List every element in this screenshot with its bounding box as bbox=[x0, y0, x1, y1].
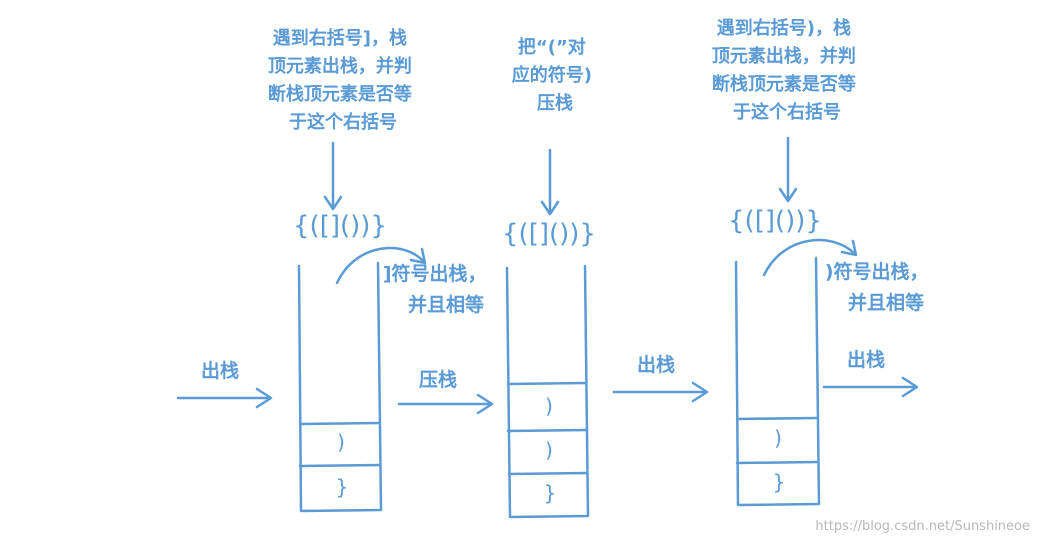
note-3: 遇到右括号)，栈 顶元素出栈，并判 断栈顶元素是否等 于这个右括号 bbox=[712, 17, 862, 123]
bracket-sequence-2: {([]())} bbox=[502, 219, 596, 249]
stack-1: ) } bbox=[297, 261, 383, 513]
pop-note-1: ]符号出栈， 并且相等 bbox=[383, 262, 493, 316]
action-label-2: 压栈 bbox=[419, 368, 457, 391]
stack-1-cell-1: ) bbox=[337, 430, 345, 454]
note-2: 把“(”对 应的符号) 压栈 bbox=[512, 36, 599, 114]
action-arrow-1: 出栈 bbox=[176, 359, 273, 409]
pop-curve-arrow-1 bbox=[335, 246, 427, 285]
down-arrow-3 bbox=[778, 136, 798, 203]
action-arrow-3: 出栈 bbox=[612, 353, 709, 403]
note-1: 遇到右括号]，栈 顶元素出栈，并判 断栈顶元素是否等 于这个右括号 bbox=[268, 27, 418, 133]
stack-2: ) ) } bbox=[505, 264, 590, 519]
stack-3: ) } bbox=[734, 256, 821, 507]
action-arrow-2: 压栈 bbox=[397, 368, 494, 415]
action-label-1: 出栈 bbox=[201, 359, 239, 382]
action-label-4: 出栈 bbox=[847, 348, 885, 371]
action-label-3: 出栈 bbox=[637, 353, 675, 376]
stack-3-cell-2: } bbox=[773, 470, 786, 494]
stack-3-cell-1: ) bbox=[774, 426, 782, 450]
stack-2-cell-3: } bbox=[544, 481, 557, 505]
down-arrow-1 bbox=[323, 141, 343, 211]
stack-2-cell-1: ) bbox=[545, 394, 553, 418]
bracket-sequence-1: {([]())} bbox=[293, 211, 387, 241]
stack-2-cell-2: ) bbox=[545, 438, 553, 462]
pop-curve-arrow-2 bbox=[762, 238, 858, 277]
stack-1-cell-2: } bbox=[336, 475, 349, 499]
pop-note-2: )符号出栈， 并且相等 bbox=[825, 260, 935, 314]
down-arrow-2 bbox=[540, 148, 560, 216]
watermark: https://blog.csdn.net/Sunshineoe bbox=[815, 519, 1030, 534]
action-arrow-4: 出栈 bbox=[822, 348, 919, 398]
bracket-sequence-3: {([]())} bbox=[728, 206, 822, 236]
